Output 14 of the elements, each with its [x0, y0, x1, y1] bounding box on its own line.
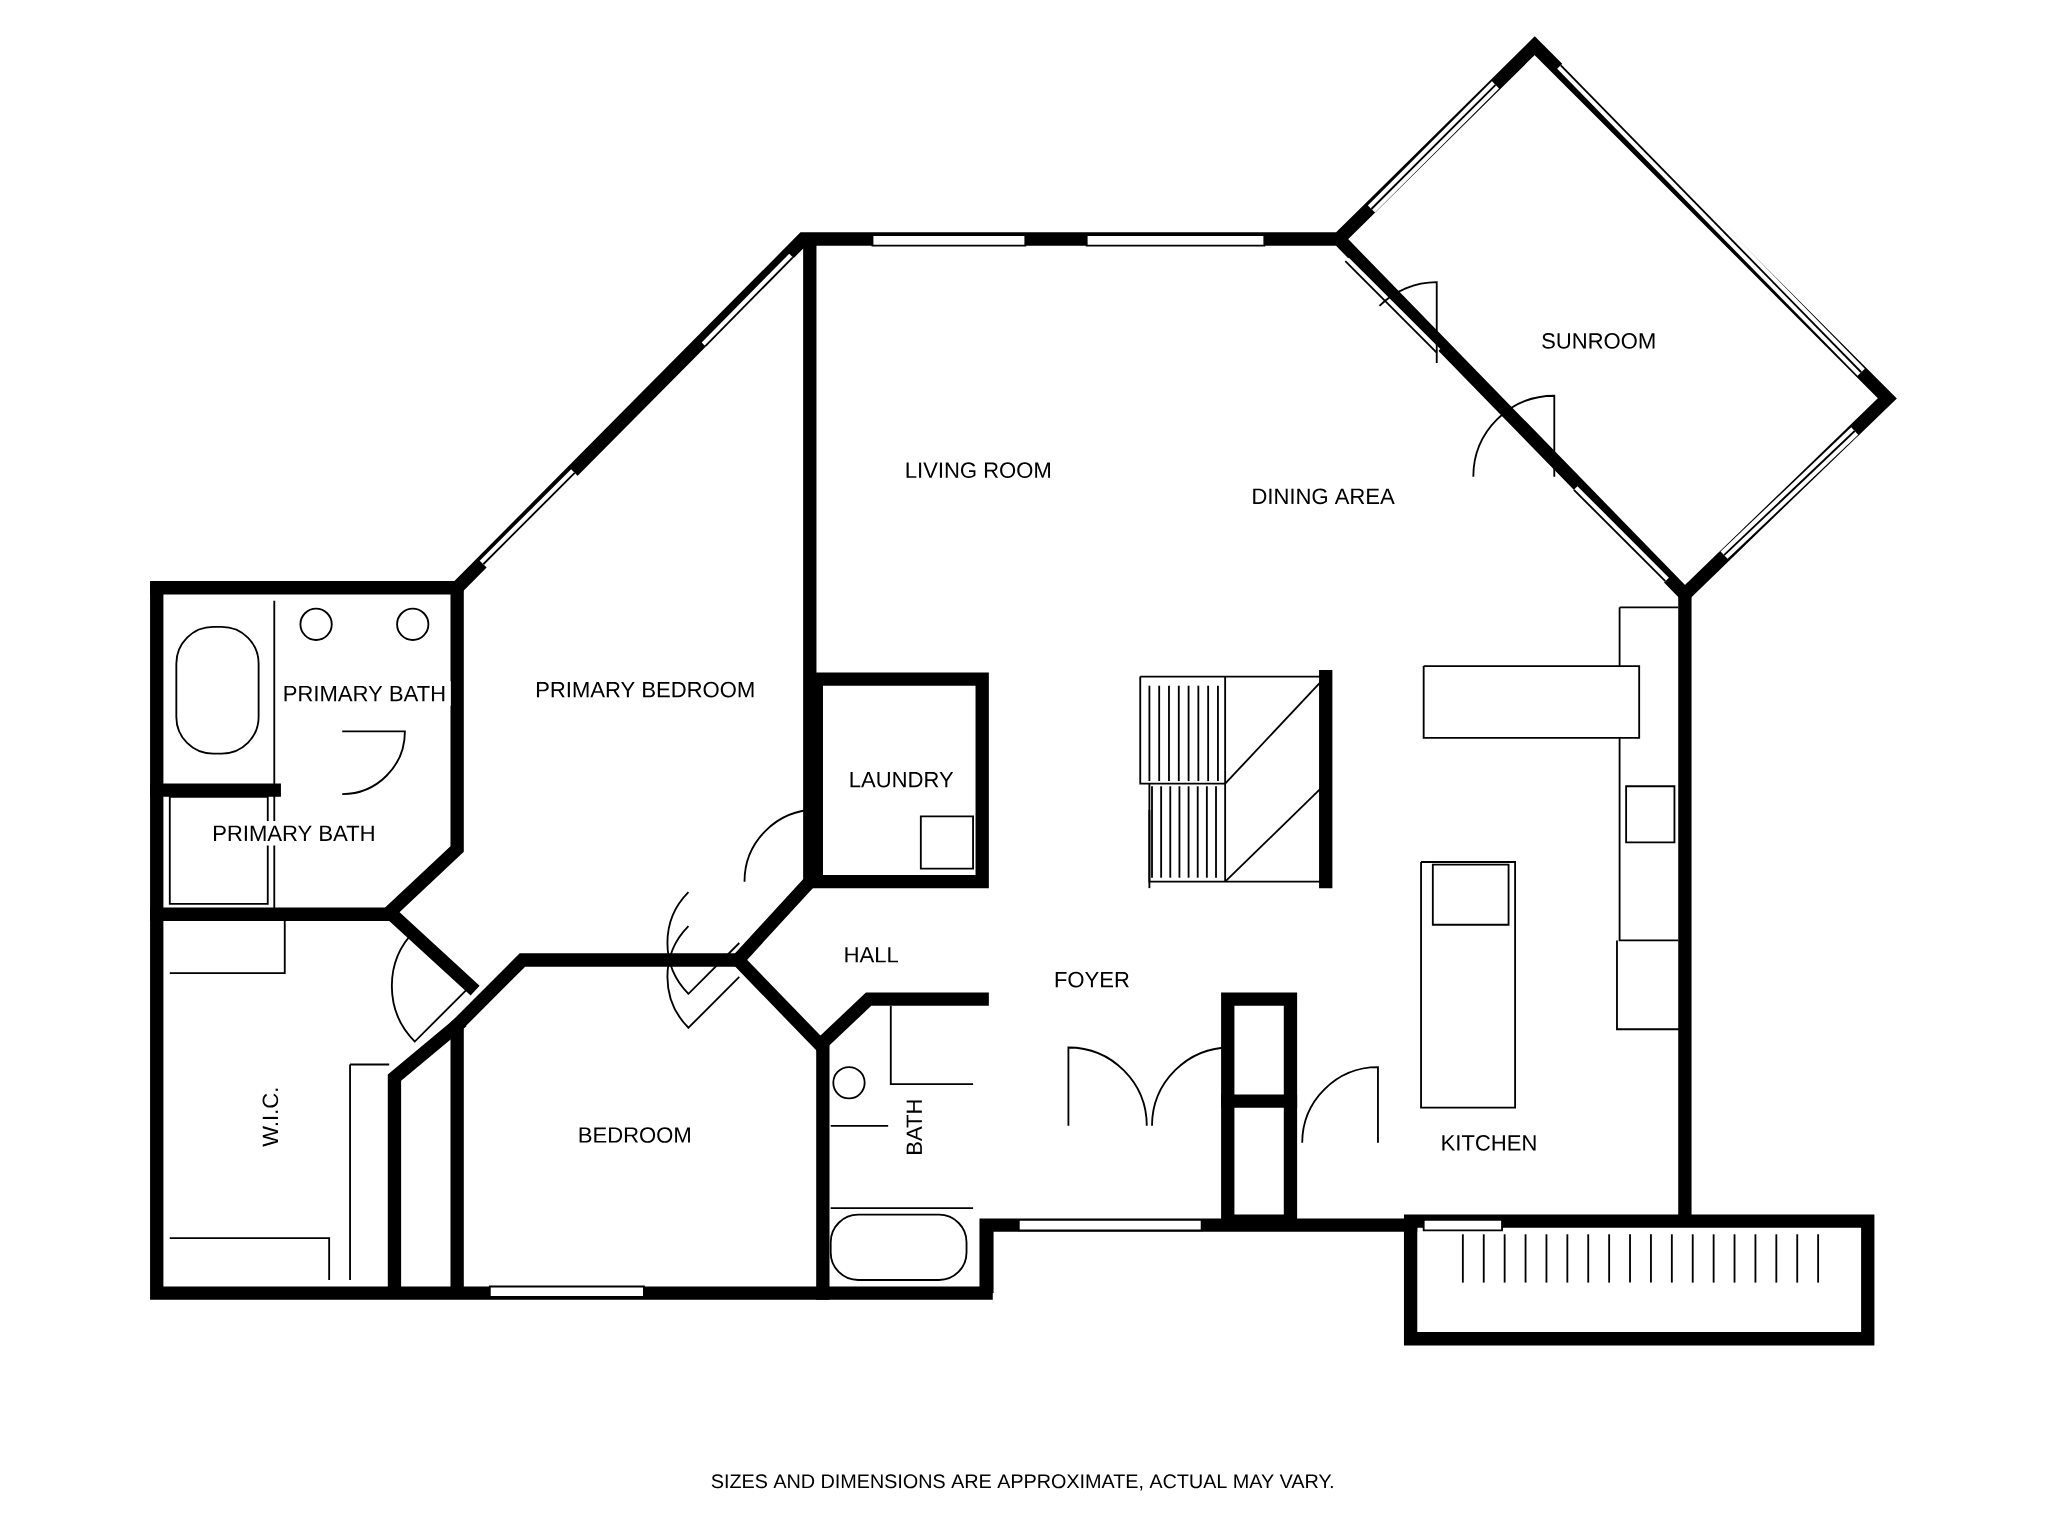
- room-label: PRIMARY BEDROOM: [530, 677, 760, 703]
- room-label: DINING AREA: [1246, 483, 1400, 509]
- room-label: PRIMARY BATH: [278, 681, 451, 706]
- room-label: LAUNDRY: [844, 767, 959, 793]
- room-label: KITCHEN: [1436, 1130, 1542, 1156]
- room-label: FOYER: [1049, 967, 1135, 992]
- room-label: W.I.C.: [257, 1082, 283, 1152]
- room-label: LIVING ROOM: [900, 457, 1057, 483]
- room-label: SUNROOM: [1536, 328, 1661, 354]
- room-label: BEDROOM: [573, 1122, 697, 1148]
- room-label: BATH: [902, 1094, 927, 1161]
- disclaimer-note: SIZES AND DIMENSIONS ARE APPROXIMATE, ACTUAL MAY VARY.: [706, 1469, 1340, 1496]
- room-label: HALL: [839, 942, 904, 967]
- room-label: PRIMARY BATH: [207, 821, 381, 846]
